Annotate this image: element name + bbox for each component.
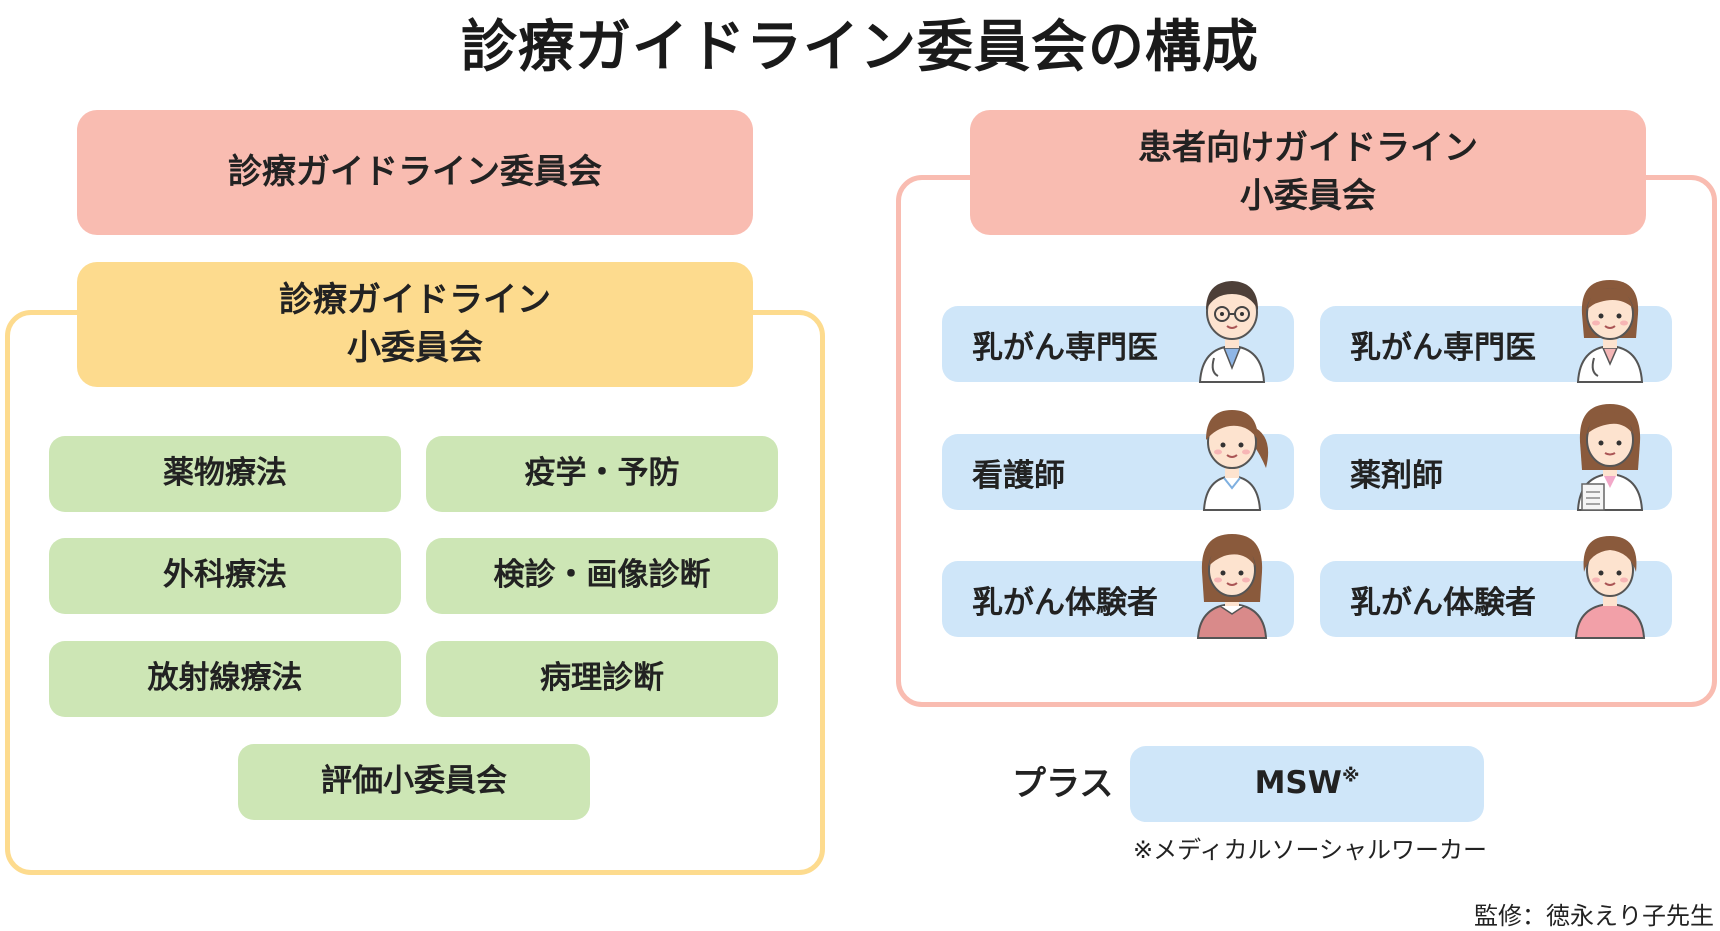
group-label: 薬物療法 [163, 455, 287, 492]
msw-label: MSW※ [1255, 762, 1360, 805]
group-pathology: 病理診断 [426, 641, 778, 717]
supervisor-credit: 監修：徳永えり子先生 [1474, 902, 1714, 930]
patient-icon [1574, 536, 1646, 639]
guideline-committee-label: 診療ガイドライン委員会 [228, 151, 602, 192]
group-label: 検診・画像診断 [493, 557, 711, 594]
male-doctor-icon [1198, 281, 1266, 383]
footnote: ※メディカルソーシャルワーカー [1133, 836, 1487, 864]
page-title: 診療ガイドライン委員会の構成 [461, 15, 1259, 80]
subcommittee-label-line1: 診療ガイドライン [279, 279, 551, 320]
group-surgery: 外科療法 [49, 538, 401, 614]
pharmacist-icon [1576, 404, 1644, 511]
group-radiotherapy: 放射線療法 [49, 641, 401, 717]
member-label: 薬剤師 [1350, 457, 1443, 494]
nurse-icon [1202, 410, 1269, 511]
group-label: 病理診断 [540, 660, 664, 697]
subcommittee-label-line2: 小委員会 [347, 327, 483, 368]
group-label: 評価小委員会 [321, 763, 507, 800]
group-screening: 検診・画像診断 [426, 538, 778, 614]
group-label: 外科療法 [163, 557, 287, 594]
patient-committee-box: 患者向けガイドライン 小委員会 [970, 110, 1646, 235]
member-label: 看護師 [972, 457, 1065, 494]
group-pharmacotherapy: 薬物療法 [49, 436, 401, 512]
msw-footnote-mark: ※ [1341, 765, 1360, 787]
patient-committee-line2: 小委員会 [1240, 175, 1376, 216]
group-evaluation: 評価小委員会 [238, 744, 590, 820]
group-epidemiology: 疫学・予防 [426, 436, 778, 512]
member-label: 乳がん体験者 [972, 584, 1158, 621]
plus-label: プラス [1012, 764, 1114, 804]
msw-box: MSW※ [1130, 746, 1484, 822]
member-label: 乳がん専門医 [972, 329, 1158, 366]
group-label: 疫学・予防 [524, 455, 680, 492]
patient-committee-line1: 患者向けガイドライン [1138, 127, 1478, 168]
group-label: 放射線療法 [147, 660, 303, 697]
guideline-committee-box: 診療ガイドライン委員会 [77, 110, 753, 235]
patient-icon [1196, 534, 1268, 639]
member-label: 乳がん専門医 [1350, 329, 1536, 366]
msw-text: MSW [1254, 765, 1342, 802]
guideline-subcommittee-box: 診療ガイドライン 小委員会 [77, 262, 753, 387]
female-doctor-icon [1576, 280, 1644, 383]
member-label: 乳がん体験者 [1350, 584, 1536, 621]
